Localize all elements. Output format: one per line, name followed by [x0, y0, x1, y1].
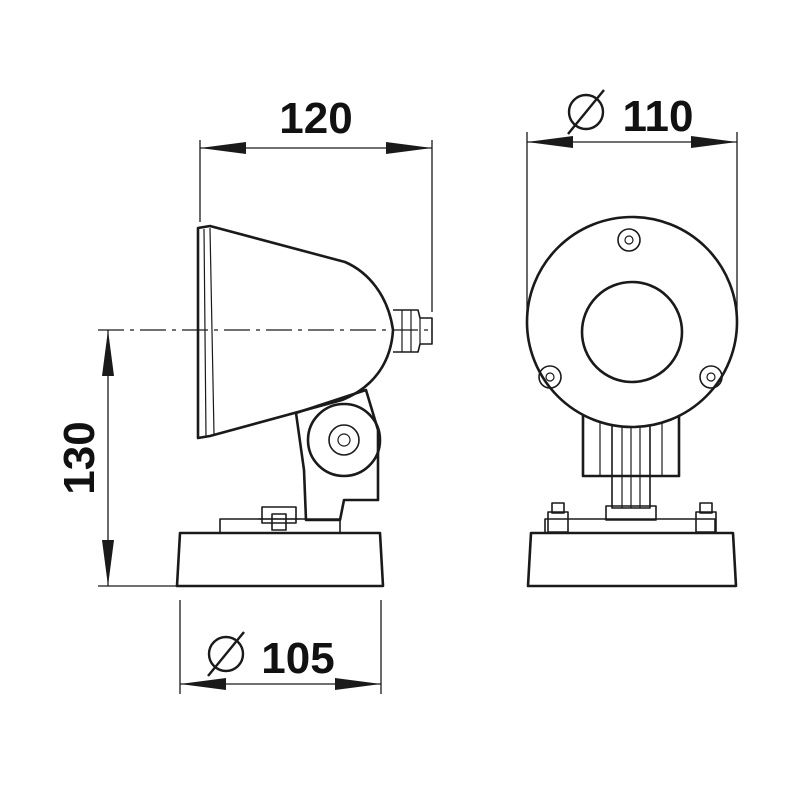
front-screw-top — [617, 228, 641, 252]
side-lamp-head — [196, 224, 395, 440]
dimension-base-diameter: 105 — [179, 600, 382, 694]
front-lamp-face — [525, 215, 739, 429]
dimension-width-side: 120 — [199, 94, 433, 312]
dimension-base-diameter-label: 105 — [261, 634, 334, 683]
front-base-hardware — [544, 502, 717, 534]
front-bolt-right — [695, 502, 717, 533]
front-screw-left — [538, 365, 562, 389]
front-screw-right — [699, 365, 723, 389]
dimension-height: 130 — [55, 330, 176, 587]
side-bracket — [294, 388, 380, 522]
front-bolt-left — [547, 502, 569, 533]
front-base — [526, 531, 738, 588]
dimension-height-label: 130 — [55, 421, 104, 494]
dimension-diameter-front: 110 — [526, 89, 738, 322]
side-base — [175, 531, 385, 588]
front-view — [525, 215, 739, 588]
dimension-width-side-label: 120 — [279, 94, 352, 143]
side-view — [175, 224, 433, 588]
dimension-diameter-front-label: 110 — [623, 92, 694, 141]
diameter-symbol-icon — [207, 631, 245, 677]
diameter-symbol-icon — [567, 89, 605, 135]
side-pivot-knob — [306, 402, 382, 478]
side-cable-gland — [393, 309, 433, 353]
